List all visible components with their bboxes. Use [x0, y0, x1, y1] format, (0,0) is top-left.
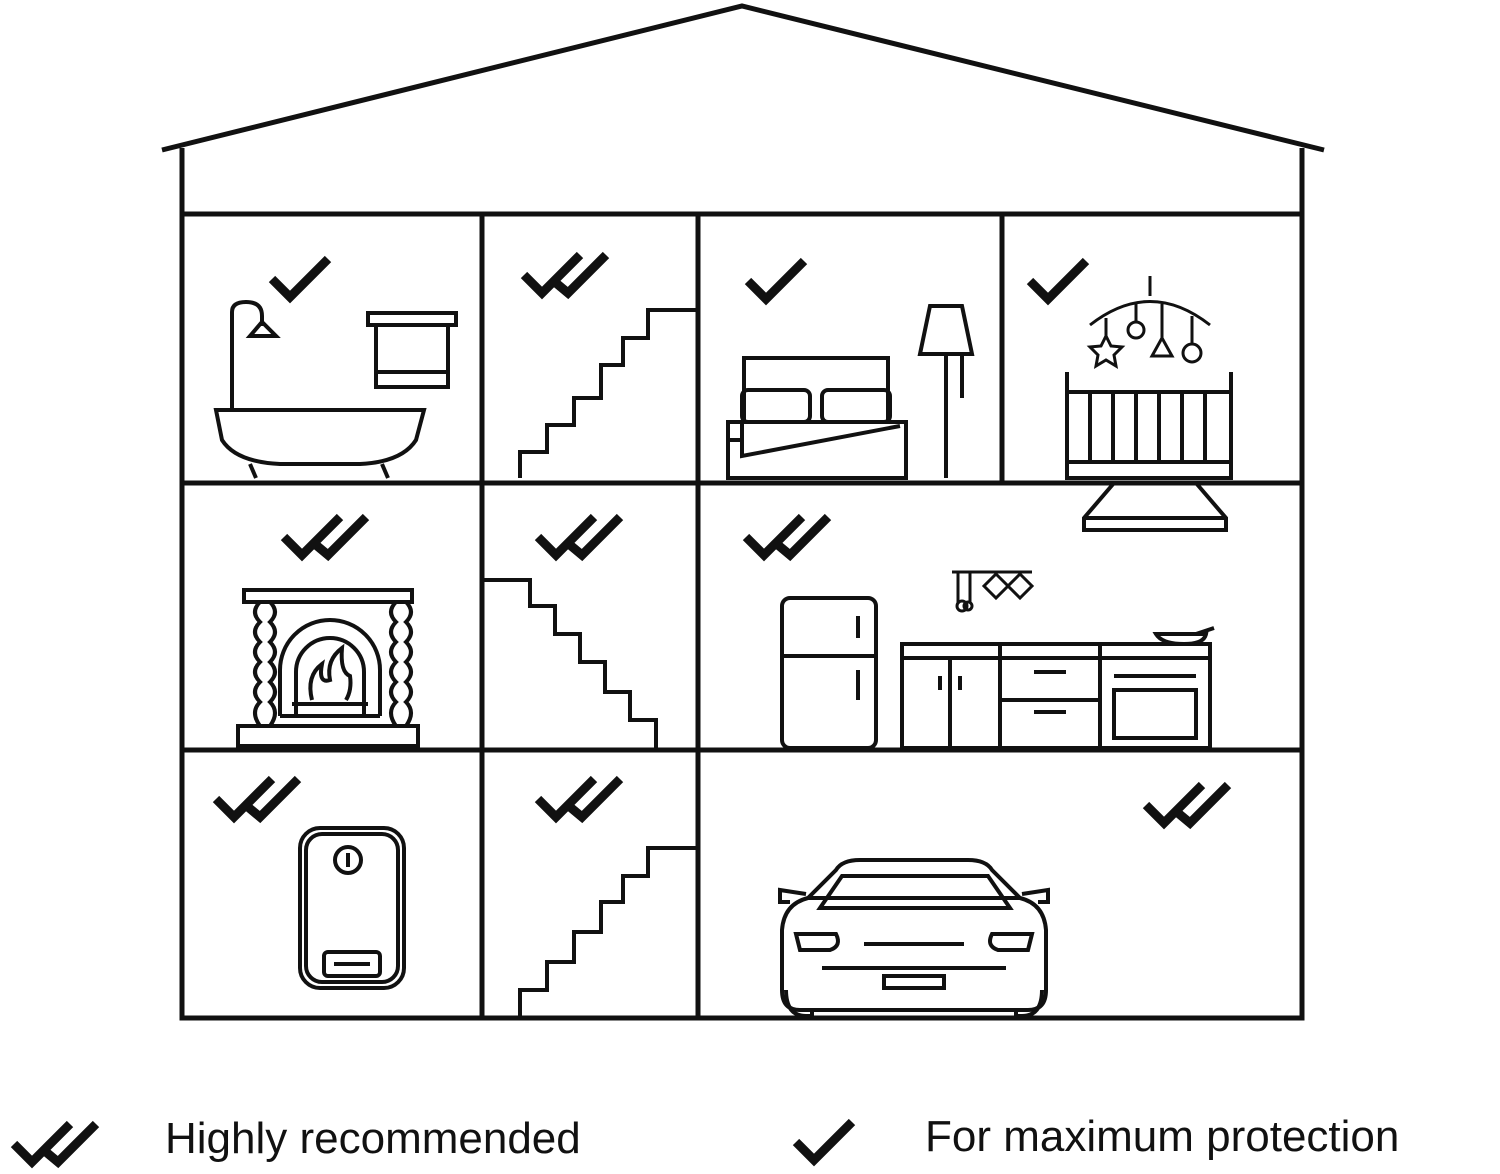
room-middle-stairs [484, 517, 658, 748]
room-garage [778, 785, 1228, 1018]
legend-maximum-protection-label: For maximum protection [925, 1112, 1400, 1161]
room-nursery [1030, 261, 1233, 532]
crib-icon [1065, 372, 1233, 532]
bathtub-icon [213, 299, 458, 479]
stairs-icon [518, 846, 696, 1016]
room-kitchen [746, 517, 1215, 750]
floor-lamp-icon [917, 304, 975, 478]
room-bedroom [726, 261, 975, 480]
double-check-icon [538, 779, 620, 817]
room-boiler-room [216, 779, 406, 990]
double-check-icon [746, 517, 828, 555]
room-bathroom [213, 259, 458, 479]
room-living-room [236, 517, 420, 748]
check-icon [748, 261, 804, 299]
double-check-icon [1146, 785, 1228, 823]
baby-mobile-icon [1086, 276, 1211, 369]
kitchen-counter-icon [900, 626, 1215, 750]
bed-icon [726, 356, 908, 480]
double-check-icon [538, 517, 620, 555]
legend-highly-recommended-label: Highly recommended [165, 1114, 581, 1163]
water-heater-icon [298, 826, 406, 990]
stairs-icon [484, 578, 658, 748]
roof [161, 3, 1325, 153]
house-body [179, 211, 1305, 1021]
double-check-icon [524, 255, 606, 293]
room-attic-stairs [518, 255, 696, 478]
check-icon [1030, 261, 1086, 299]
double-check-icon [216, 779, 298, 817]
stairs-icon [518, 308, 696, 478]
double-check-icon [284, 517, 366, 555]
legend-check-icon [796, 1122, 852, 1160]
room-basement-stairs [518, 779, 696, 1016]
fireplace-icon [236, 588, 420, 748]
check-icon [272, 259, 328, 297]
kitchen-utensils-icon [952, 570, 1035, 613]
car-icon [778, 858, 1050, 1018]
fridge-icon [780, 596, 878, 750]
legend-double-check-icon [14, 1124, 96, 1162]
